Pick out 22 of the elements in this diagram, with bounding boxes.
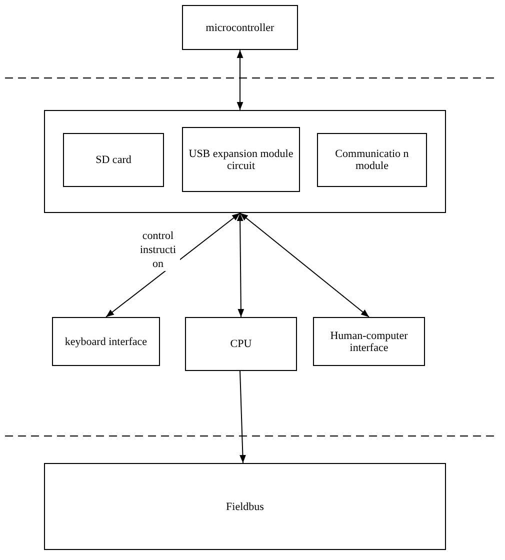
component-box — [185, 317, 297, 371]
arrow — [106, 212, 240, 318]
arrow — [236, 212, 244, 318]
process-box — [182, 5, 298, 50]
component-box — [63, 133, 164, 187]
component-box — [313, 317, 425, 366]
node-label: microcontroller — [206, 22, 274, 34]
module-container — [44, 110, 446, 213]
node-label: keyboard interface — [64, 336, 148, 348]
component-box — [182, 127, 300, 192]
arrow — [236, 50, 244, 110]
node-label: USB expansion module circuit — [188, 148, 294, 172]
node-label: CPU — [230, 338, 252, 350]
component-box — [52, 317, 160, 366]
component-box — [317, 133, 427, 187]
arrow — [240, 212, 370, 318]
bus-box — [44, 463, 446, 550]
arrow — [240, 370, 246, 464]
node-label: Human-computer interface — [329, 330, 409, 354]
node-label: SD card — [96, 154, 132, 166]
node-label: Communicatio n module — [334, 148, 410, 172]
node-label: Fieldbus — [226, 500, 264, 512]
